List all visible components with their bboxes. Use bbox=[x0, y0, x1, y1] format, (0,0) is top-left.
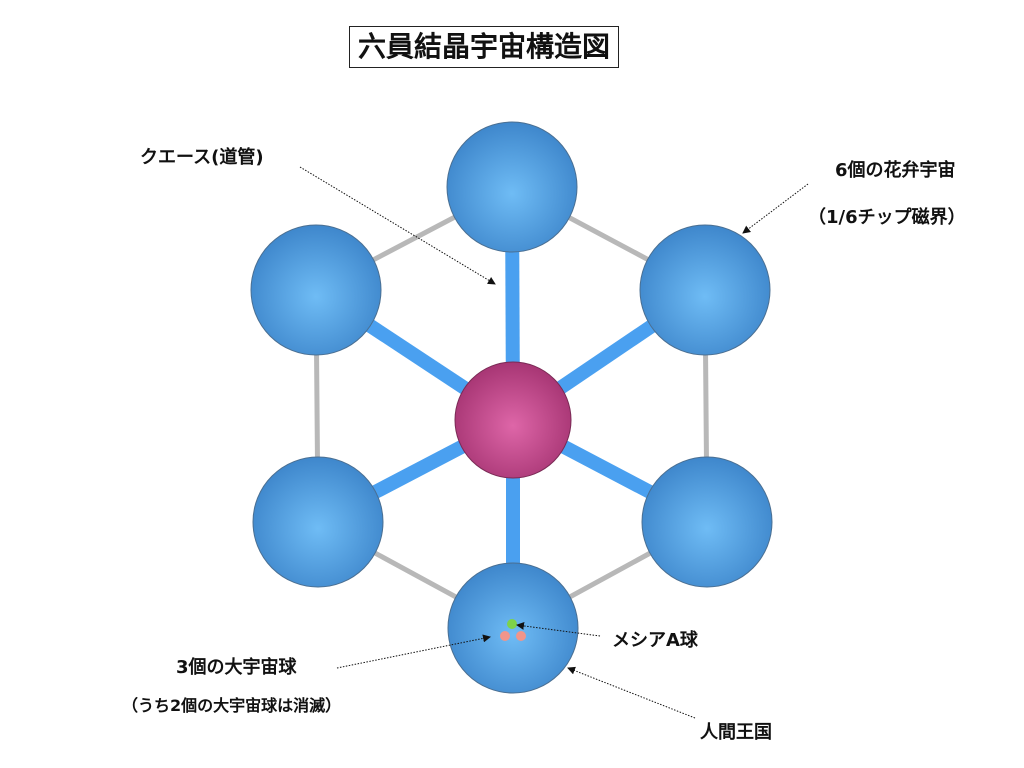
label-quease: クエース(道管) bbox=[140, 147, 264, 168]
sphere-bottom-right bbox=[641, 456, 773, 588]
label-three: 3個の大宇宙球 bbox=[176, 657, 297, 678]
label-petals: 6個の花弁宇宙 bbox=[835, 160, 956, 181]
universe-sphere-dot bbox=[516, 631, 526, 641]
universe-sphere-dot bbox=[500, 631, 510, 641]
sphere-top-left bbox=[250, 224, 382, 356]
arrow-petals bbox=[742, 183, 809, 234]
label-human: 人間王国 bbox=[700, 722, 772, 743]
messiah-a-sphere-dot bbox=[507, 619, 517, 629]
arrow-human bbox=[567, 666, 696, 719]
page-title: 六員結晶宇宙構造図 bbox=[349, 26, 620, 68]
label-messiah: メシアA球 bbox=[612, 630, 698, 651]
label-three-sub: （うち2個の大宇宙球は消滅） bbox=[122, 696, 342, 715]
sphere-top bbox=[446, 121, 578, 253]
center-sphere bbox=[454, 361, 572, 479]
arrow-quease bbox=[299, 166, 496, 285]
sphere-bottom-left bbox=[252, 456, 384, 588]
sphere-top-right bbox=[639, 224, 771, 356]
arrow-messiah bbox=[516, 621, 601, 637]
label-petals-sub: （1/6チップ磁界） bbox=[808, 207, 966, 228]
arrow-three bbox=[336, 634, 491, 669]
